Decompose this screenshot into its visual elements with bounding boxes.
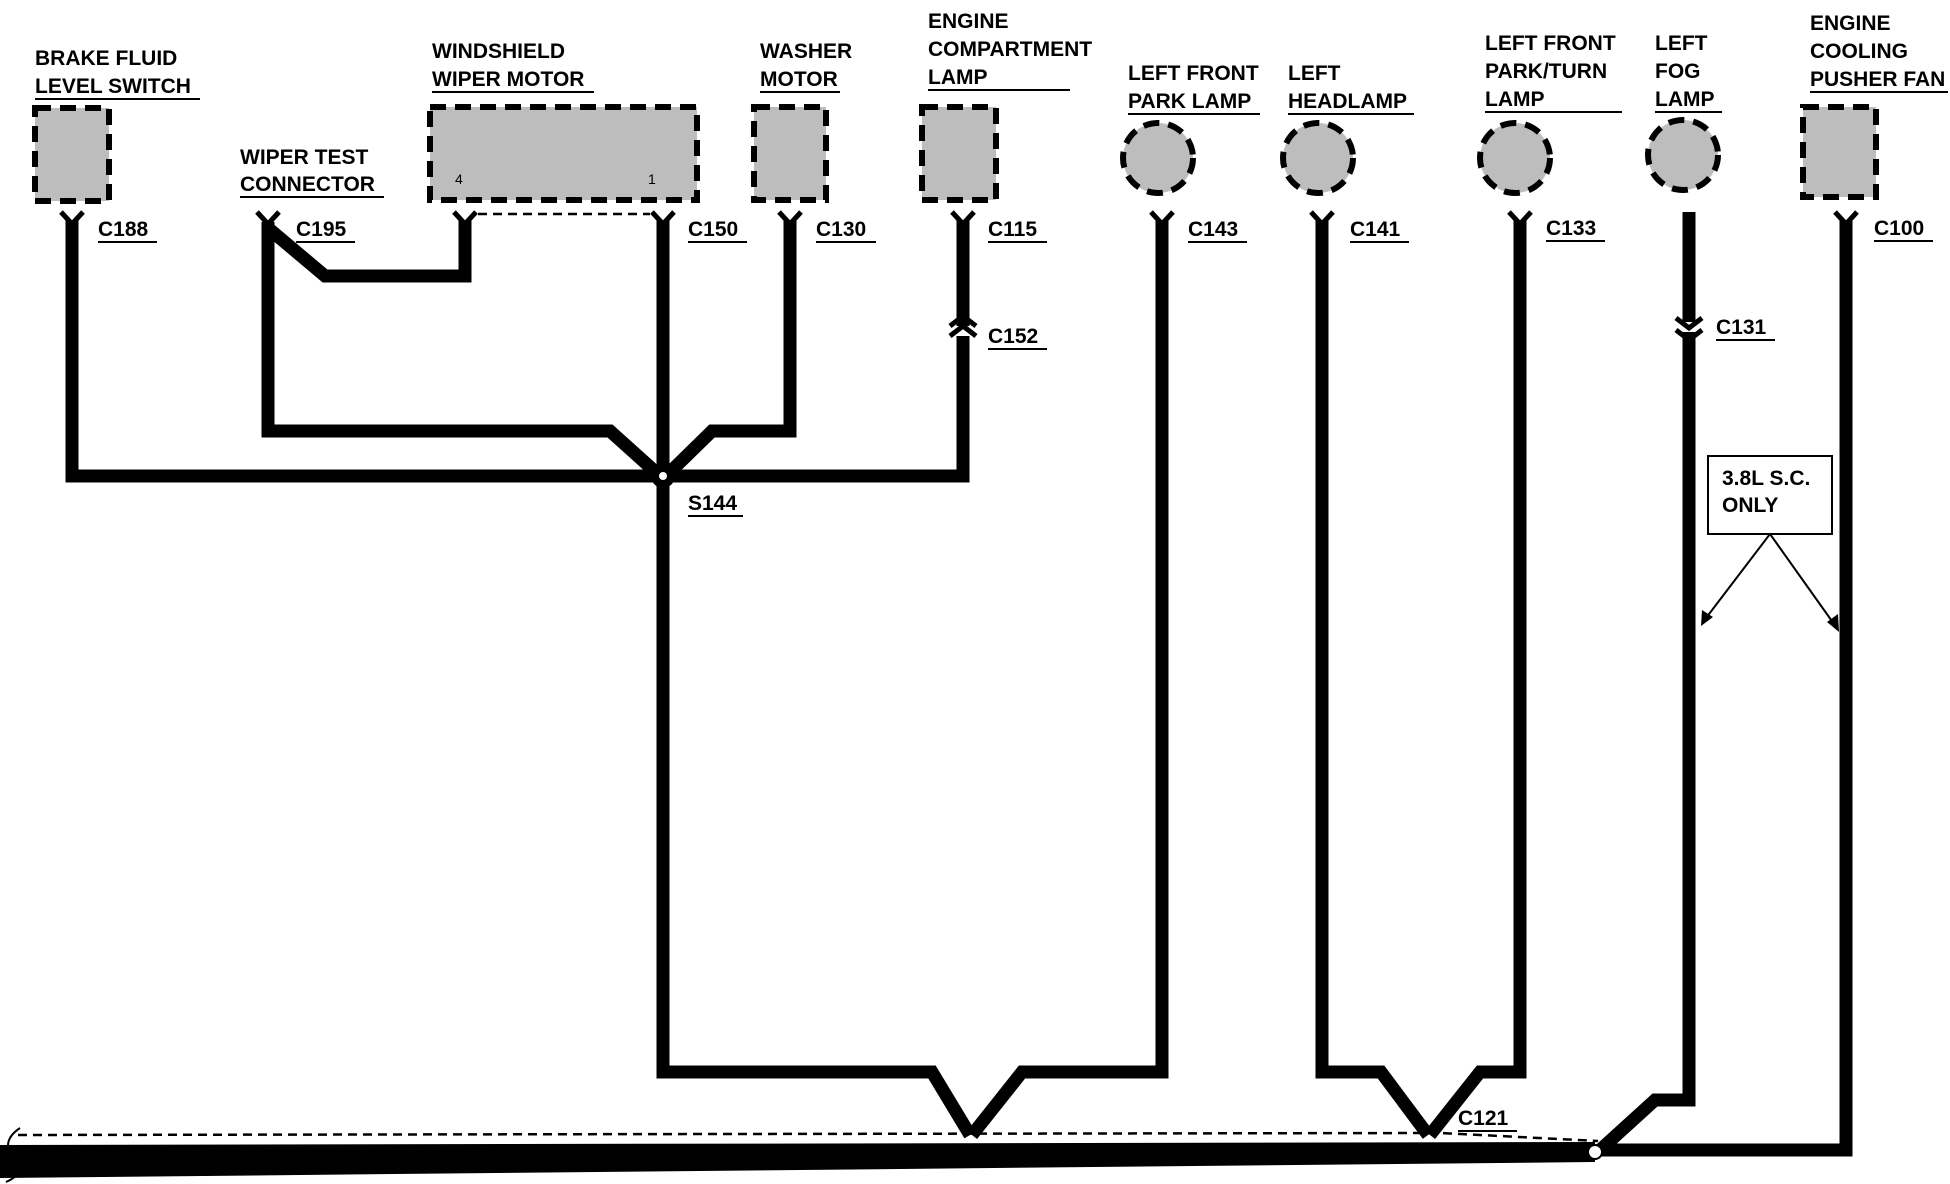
wiper-motor-pin-1: 1 [648, 171, 656, 187]
connector-c152: C152 [988, 325, 1038, 348]
terminal-marks [59, 210, 1859, 488]
terminal-c143 [1149, 210, 1175, 228]
label-wiper-test-2: CONNECTOR [240, 173, 375, 196]
note-arrow-left [1705, 533, 1771, 619]
label-lf-turn-2: PARK/TURN [1485, 60, 1607, 83]
terminal-c115 [950, 210, 976, 228]
left-headlamp-symbol[interactable] [1280, 120, 1356, 196]
harness-shield-dash [17, 1131, 1599, 1143]
note-arrowhead-left [1701, 610, 1713, 626]
connector-c130: C130 [816, 218, 866, 241]
component-labels: BRAKE FLUID LEVEL SWITCH WIPER TEST CONN… [35, 10, 1948, 198]
brake-fluid-level-switch-symbol[interactable] [32, 105, 112, 204]
label-lf-turn-1: LEFT FRONT [1485, 32, 1616, 55]
label-fog-2: FOG [1655, 60, 1701, 83]
main-harness-trunk[interactable] [0, 1142, 1595, 1178]
note-arrowhead-right [1827, 614, 1839, 632]
label-brake-fluid-2: LEVEL SWITCH [35, 75, 191, 98]
harness-end-point [1587, 1144, 1603, 1160]
wire-c131-to-harness[interactable] [1595, 212, 1696, 1155]
left-fog-lamp-symbol[interactable] [1645, 117, 1721, 193]
connector-c121: C121 [1458, 1107, 1509, 1130]
wire-c100-to-harness[interactable] [1600, 220, 1853, 1157]
connector-labels: C188 C195 C150 C130 C115 C152 C143 C141 … [98, 217, 1933, 1132]
connector-c141: C141 [1350, 218, 1401, 241]
wire-s144-to-harness[interactable] [656, 476, 976, 1139]
wire-c141-to-c121[interactable] [1315, 220, 1434, 1139]
wiper-motor-pin-4: 4 [455, 171, 463, 187]
wires [0, 212, 1853, 1183]
label-engine-comp-2: COMPARTMENT [928, 38, 1092, 61]
component-symbols: 4 1 [32, 104, 1879, 204]
wire-c143-to-harness[interactable] [966, 220, 1169, 1140]
connector-c143: C143 [1188, 218, 1238, 241]
note-3-8l-sc-only: 3.8L S.C. ONLY [1701, 455, 1839, 632]
inline-c152-gap [950, 326, 976, 336]
wire-c133-to-c121[interactable] [1424, 220, 1527, 1140]
wire-c195-to-wiper-motor[interactable] [263, 220, 472, 283]
label-pusher-fan-2: COOLING [1810, 40, 1908, 63]
connector-c188: C188 [98, 218, 149, 241]
label-wiper-motor-1: WINDSHIELD [432, 40, 565, 63]
connector-c133: C133 [1546, 217, 1596, 240]
label-brake-fluid-1: BRAKE FLUID [35, 47, 177, 70]
label-engine-comp-1: ENGINE [928, 10, 1009, 33]
connector-c195: C195 [296, 218, 347, 241]
note-line-2: ONLY [1722, 494, 1778, 517]
note-arrow-right [1769, 533, 1835, 625]
note-line-1: 3.8L S.C. [1722, 467, 1810, 490]
inline-c152-mark [948, 312, 978, 338]
label-washer-motor-1: WASHER [760, 40, 852, 63]
label-pusher-fan-3: PUSHER FAN [1810, 68, 1945, 91]
terminal-c195 [255, 210, 281, 228]
connector-c150: C150 [688, 218, 738, 241]
label-wiper-test-1: WIPER TEST [240, 146, 369, 169]
inline-c131-mark [1674, 316, 1704, 344]
terminal-c100 [1833, 210, 1859, 228]
wire-c195-to-s144[interactable] [261, 222, 665, 481]
label-fog-3: LAMP [1655, 88, 1715, 111]
splice-s144-center [659, 472, 667, 480]
label-lf-park-1: LEFT FRONT [1128, 62, 1259, 85]
left-front-park-turn-lamp-symbol[interactable] [1477, 120, 1553, 196]
wire-c115-to-s144[interactable] [666, 220, 970, 483]
label-lf-turn-3: LAMP [1485, 88, 1545, 111]
label-left-headlamp-2: HEADLAMP [1288, 90, 1407, 113]
label-pusher-fan-1: ENGINE [1810, 12, 1891, 35]
windshield-wiper-motor-symbol[interactable] [427, 104, 700, 203]
terminal-c141 [1309, 210, 1335, 228]
engine-cooling-pusher-fan-symbol[interactable] [1800, 104, 1879, 200]
label-lf-park-2: PARK LAMP [1128, 90, 1251, 113]
label-fog-1: LEFT [1655, 32, 1708, 55]
terminal-wiper-pin-4 [452, 210, 478, 228]
connector-c115: C115 [988, 218, 1037, 241]
splice-s144-label: S144 [688, 492, 737, 515]
left-front-park-lamp-symbol[interactable] [1120, 120, 1196, 196]
label-engine-comp-3: LAMP [928, 66, 988, 89]
dashed-lines [17, 212, 1599, 1143]
terminal-c130 [777, 210, 803, 228]
terminal-c188 [59, 210, 85, 228]
label-left-headlamp-1: LEFT [1288, 62, 1341, 85]
wire-c130-to-s144[interactable] [661, 220, 797, 481]
connector-c131: C131 [1716, 316, 1767, 339]
wire-c188-to-s144[interactable] [65, 220, 660, 483]
harness-break-mark [5, 1127, 22, 1183]
engine-compartment-lamp-symbol[interactable] [919, 104, 999, 203]
terminal-c150 [650, 210, 676, 228]
label-washer-motor-2: MOTOR [760, 68, 838, 91]
note-box [1707, 455, 1833, 535]
connector-c100: C100 [1874, 217, 1924, 240]
terminal-c133 [1507, 210, 1533, 228]
label-wiper-motor-2: WIPER MOTOR [432, 68, 584, 91]
washer-motor-symbol[interactable] [751, 104, 829, 203]
